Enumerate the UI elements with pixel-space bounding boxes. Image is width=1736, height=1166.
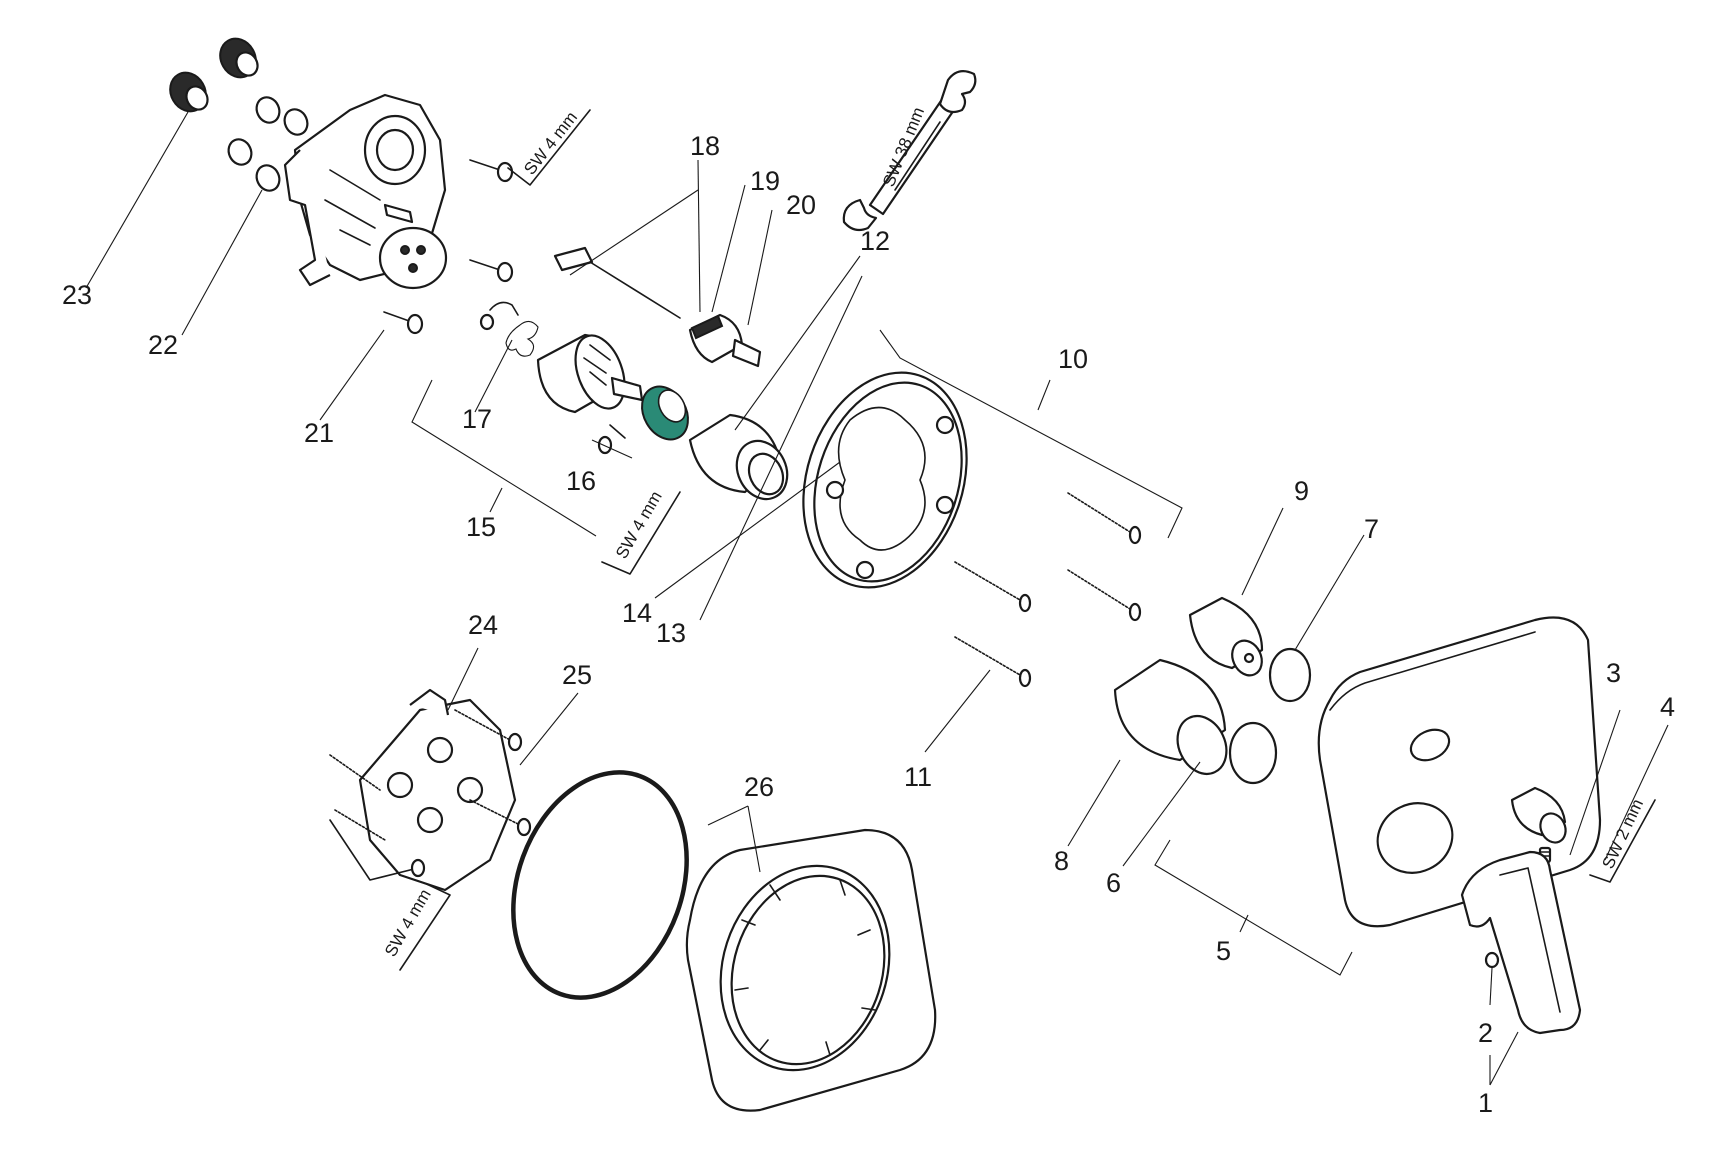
part-3-knob — [1510, 786, 1567, 844]
callout-8: 8 — [1054, 846, 1069, 876]
callout-5: 5 — [1216, 936, 1231, 966]
part-22-o-rings — [227, 96, 309, 192]
part-18-20-diverter — [553, 246, 762, 368]
callout-23: 23 — [62, 280, 92, 310]
callout-numbers: 1 2 3 4 5 6 7 8 9 10 11 12 13 14 15 16 1… — [62, 131, 1675, 1118]
valve-body — [283, 93, 448, 290]
part-17-clip — [479, 301, 539, 357]
callout-13: 13 — [656, 618, 686, 648]
callout-24: 24 — [468, 610, 498, 640]
part-23-inlet-nuts — [169, 37, 259, 113]
tool-label-hex-mid: SW 4 mm — [612, 488, 666, 562]
tool-label-hex-bottom: SW 4 mm — [381, 886, 435, 960]
part-15-cartridge — [536, 333, 644, 414]
part-2-grub-screw — [1484, 951, 1500, 969]
callout-9: 9 — [1294, 476, 1309, 506]
callout-1: 1 — [1478, 1088, 1493, 1118]
callout-3: 3 — [1606, 658, 1621, 688]
part-10-mounting-ring — [802, 371, 968, 589]
callout-4: 4 — [1660, 692, 1675, 722]
hex-key-top: SW 4 mm — [507, 108, 591, 186]
callout-16: 16 — [566, 466, 596, 496]
part-11-long-screws — [954, 492, 1142, 688]
callout-26: 26 — [744, 772, 774, 802]
part-5-cover-plate — [1317, 616, 1602, 928]
part-6-o-ring — [1228, 721, 1278, 785]
hex-key-bottom: SW 4 mm — [381, 879, 451, 971]
leader-lines — [85, 111, 1669, 1086]
part-26-trim-flange — [685, 828, 937, 1112]
part-24-25-support — [329, 688, 532, 892]
part-8-sleeve-cap — [1113, 658, 1228, 775]
part-13-14-sleeve — [688, 413, 789, 501]
callout-19: 19 — [750, 166, 780, 196]
callout-14: 14 — [622, 598, 652, 628]
callout-18: 18 — [690, 131, 720, 161]
hex-key-mid: SW 4 mm — [601, 488, 681, 575]
callout-20: 20 — [786, 190, 816, 220]
callout-17: 17 — [462, 404, 492, 434]
part-16-screw — [597, 424, 626, 455]
callout-10: 10 — [1058, 344, 1088, 374]
part-9-diverter-knob — [1188, 596, 1264, 677]
tool-label-hex-top: SW 4 mm — [520, 108, 581, 178]
part-1-lever-handle — [1460, 850, 1582, 1035]
callout-6: 6 — [1106, 868, 1121, 898]
callout-21: 21 — [304, 418, 334, 448]
callout-7: 7 — [1364, 514, 1379, 544]
callout-25: 25 — [562, 660, 592, 690]
highlighted-nut — [641, 385, 689, 441]
part-26-o-ring — [511, 770, 689, 1000]
callout-11: 11 — [904, 762, 932, 792]
wrench-sw-38mm: SW 38 mm — [842, 69, 977, 232]
part-7-o-ring — [1268, 647, 1312, 703]
callout-15: 15 — [466, 512, 496, 542]
callout-2: 2 — [1478, 1018, 1493, 1048]
callout-22: 22 — [148, 330, 178, 360]
callout-12: 12 — [860, 226, 890, 256]
